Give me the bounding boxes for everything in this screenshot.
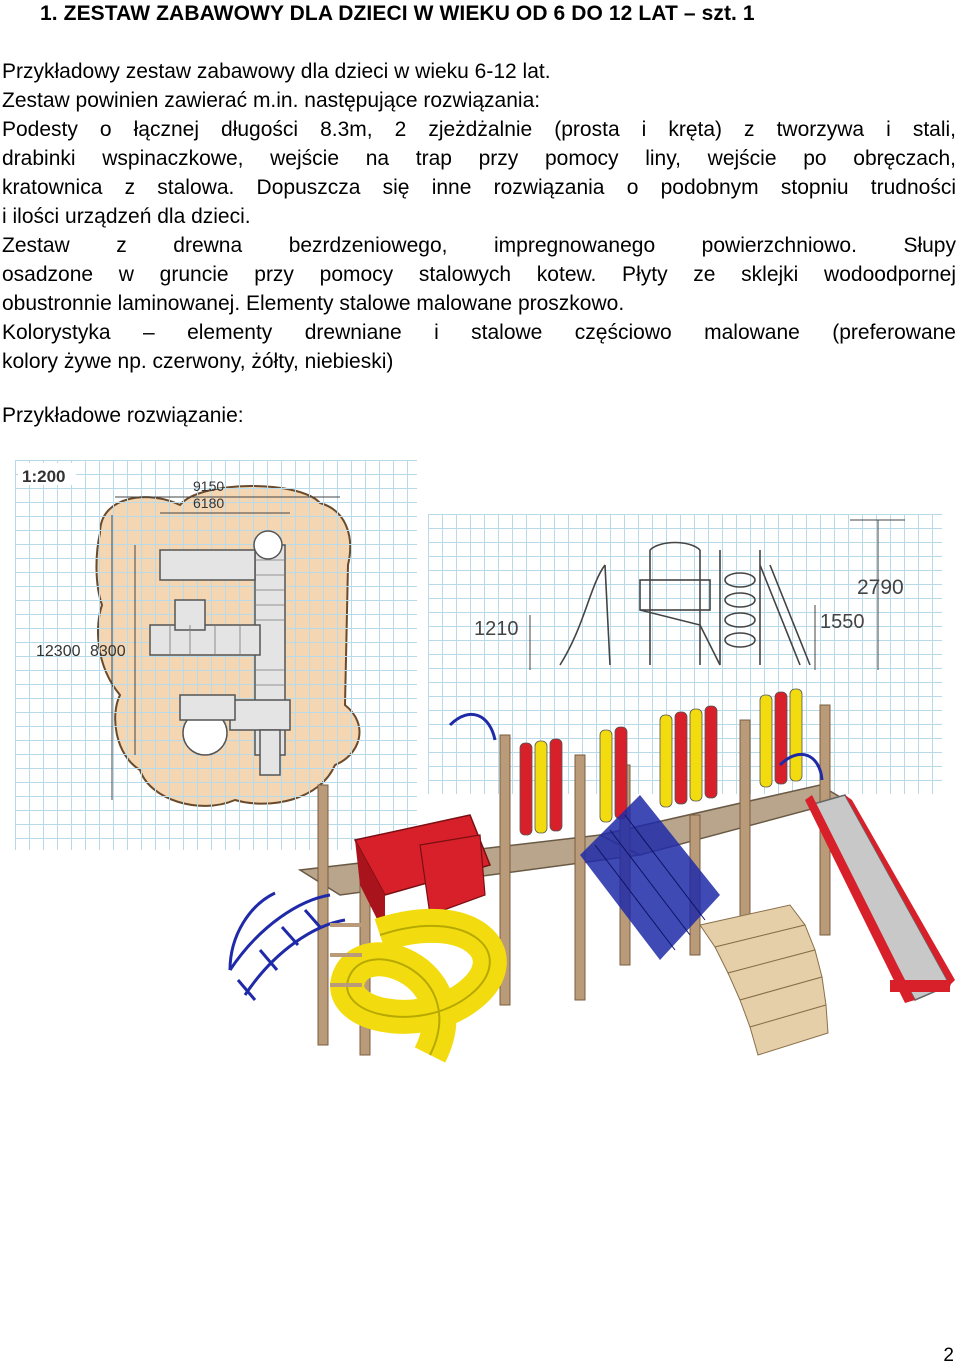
text-line: Zestaw z drewna bezrdzeniowego, impregno…: [2, 234, 956, 257]
description-paragraph: Przykładowy zestaw zabawowy dla dzieci w…: [2, 57, 956, 376]
plan-dim-width-outer: 9150: [193, 478, 224, 494]
elevation-dim-total-height: 2790: [857, 576, 904, 599]
text-line: osadzone w gruncie przy pomocy stalowych…: [2, 263, 956, 286]
plan-dim-width-inner: 6180: [193, 495, 224, 511]
example-label: Przykładowe rozwiązanie:: [2, 404, 244, 427]
text-line: drabinki wspinaczkowe, wejście na trap p…: [2, 147, 956, 170]
text-line: obustronnie laminowanej. Elementy stalow…: [2, 292, 625, 315]
elevation-dim-platform-high: 1550: [820, 611, 865, 633]
text-line: kolory żywe np. czerwony, żółty, niebies…: [2, 350, 394, 373]
playground-illustration: 1:200 9150 6180 12300 8300 1210 1550 27: [0, 455, 960, 1075]
site-plan: 1:200 9150 6180 12300 8300: [15, 460, 417, 850]
plan-dim-length-outer: 12300: [36, 643, 81, 660]
text-line: Kolorystyka – elementy drewniane i stalo…: [2, 321, 956, 344]
text-line: i ilości urządzeń dla dzieci.: [2, 205, 251, 228]
elevation-dim-platform-low: 1210: [474, 618, 519, 640]
text-line: Zestaw powinien zawierać m.in. następują…: [2, 89, 541, 112]
playground-render: [228, 688, 955, 1063]
section-heading: 1. ZESTAW ZABAWOWY DLA DZIECI W WIEKU OD…: [40, 2, 755, 25]
plan-dim-length-inner: 8300: [90, 643, 126, 660]
text-line: Przykładowy zestaw zabawowy dla dzieci w…: [2, 60, 551, 83]
plan-scale: 1:200: [22, 467, 65, 486]
text-line: Podesty o łącznej długości 8.3m, 2 zjeżd…: [2, 118, 956, 141]
page-number: 2: [943, 1345, 954, 1366]
text-line: kratownica z stalowa. Dopuszcza się inne…: [2, 176, 956, 199]
